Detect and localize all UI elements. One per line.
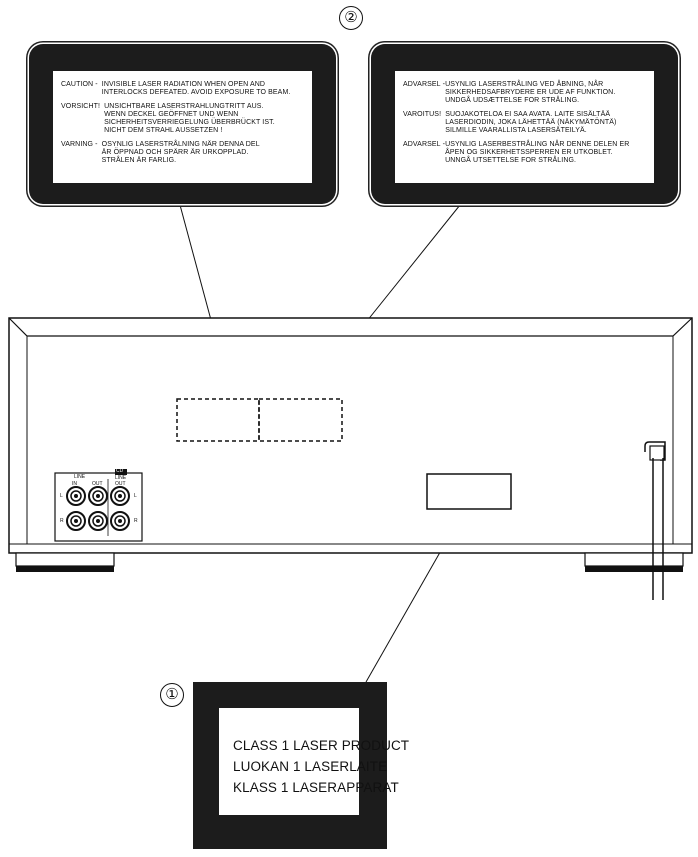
jack-line-out-l	[88, 486, 108, 506]
warning-varning: VARNING - OSYNLIG LASERSTRÅLNING NÄR DEN…	[61, 141, 260, 164]
laser-warning-label-english-german-swedish: CAUTION - INVISIBLE LASER RADIATION WHEN…	[29, 44, 336, 204]
jack-label-out: OUT	[92, 481, 103, 487]
jack-label-cd: CD	[116, 468, 124, 474]
jack-line-out-r	[88, 511, 108, 531]
jack-label-r-left: R	[60, 518, 64, 524]
jack-label-cd-out: OUT	[115, 481, 126, 487]
warning-advarsel-norwegian: ADVARSEL -USYNLIG LASERBESTRÅLING NÅR DE…	[403, 141, 630, 164]
class-label-line-swedish: KLASS 1 LASERAPPARAT	[233, 780, 399, 795]
jack-label-l-left: L	[60, 493, 63, 499]
class-1-laser-product-label: CLASS 1 LASER PRODUCT LUOKAN 1 LASERLAIT…	[193, 682, 410, 849]
device-foot-left	[15, 552, 115, 572]
warning-vorsicht: VORSICHT! UNSICHTBARE LASERSTRAHLUNGTRIT…	[61, 103, 275, 134]
class-label-line-english: CLASS 1 LASER PRODUCT	[233, 738, 410, 753]
warning-caution: CAUTION - INVISIBLE LASER RADIATION WHEN…	[61, 81, 291, 96]
warning-advarsel-danish: ADVARSEL -USYNLIG LASERSTRÅLING VED ÅBNI…	[403, 81, 616, 104]
callout-number-1: ①	[160, 683, 184, 707]
callout-number-2: ②	[339, 6, 363, 30]
device-foot-right	[584, 552, 684, 572]
jack-cd-out-l	[110, 486, 130, 506]
warning-varoitus: VAROITUS! SUOJAKOTELOA EI SAA AVATA. LAI…	[403, 111, 617, 134]
class-label-line-finnish: LUOKAN 1 LASERLAITE	[233, 759, 388, 774]
jack-label-l-right: L	[134, 493, 137, 499]
rca-jacks	[66, 486, 130, 531]
jack-label-r-right: R	[134, 518, 138, 524]
jack-label-line: LINE	[74, 474, 86, 480]
power-cord	[644, 441, 666, 600]
jack-line-in-l	[66, 486, 86, 506]
jack-label-cd-line: LINE	[115, 475, 127, 481]
jack-line-in-r	[66, 511, 86, 531]
label1-position	[426, 473, 512, 510]
jack-label-in: IN	[72, 481, 77, 487]
label2-position-left	[176, 398, 260, 442]
laser-warning-label-danish-finnish-norwegian: ADVARSEL -USYNLIG LASERSTRÅLING VED ÅBNI…	[371, 44, 678, 204]
jack-cd-out-r	[110, 511, 130, 531]
